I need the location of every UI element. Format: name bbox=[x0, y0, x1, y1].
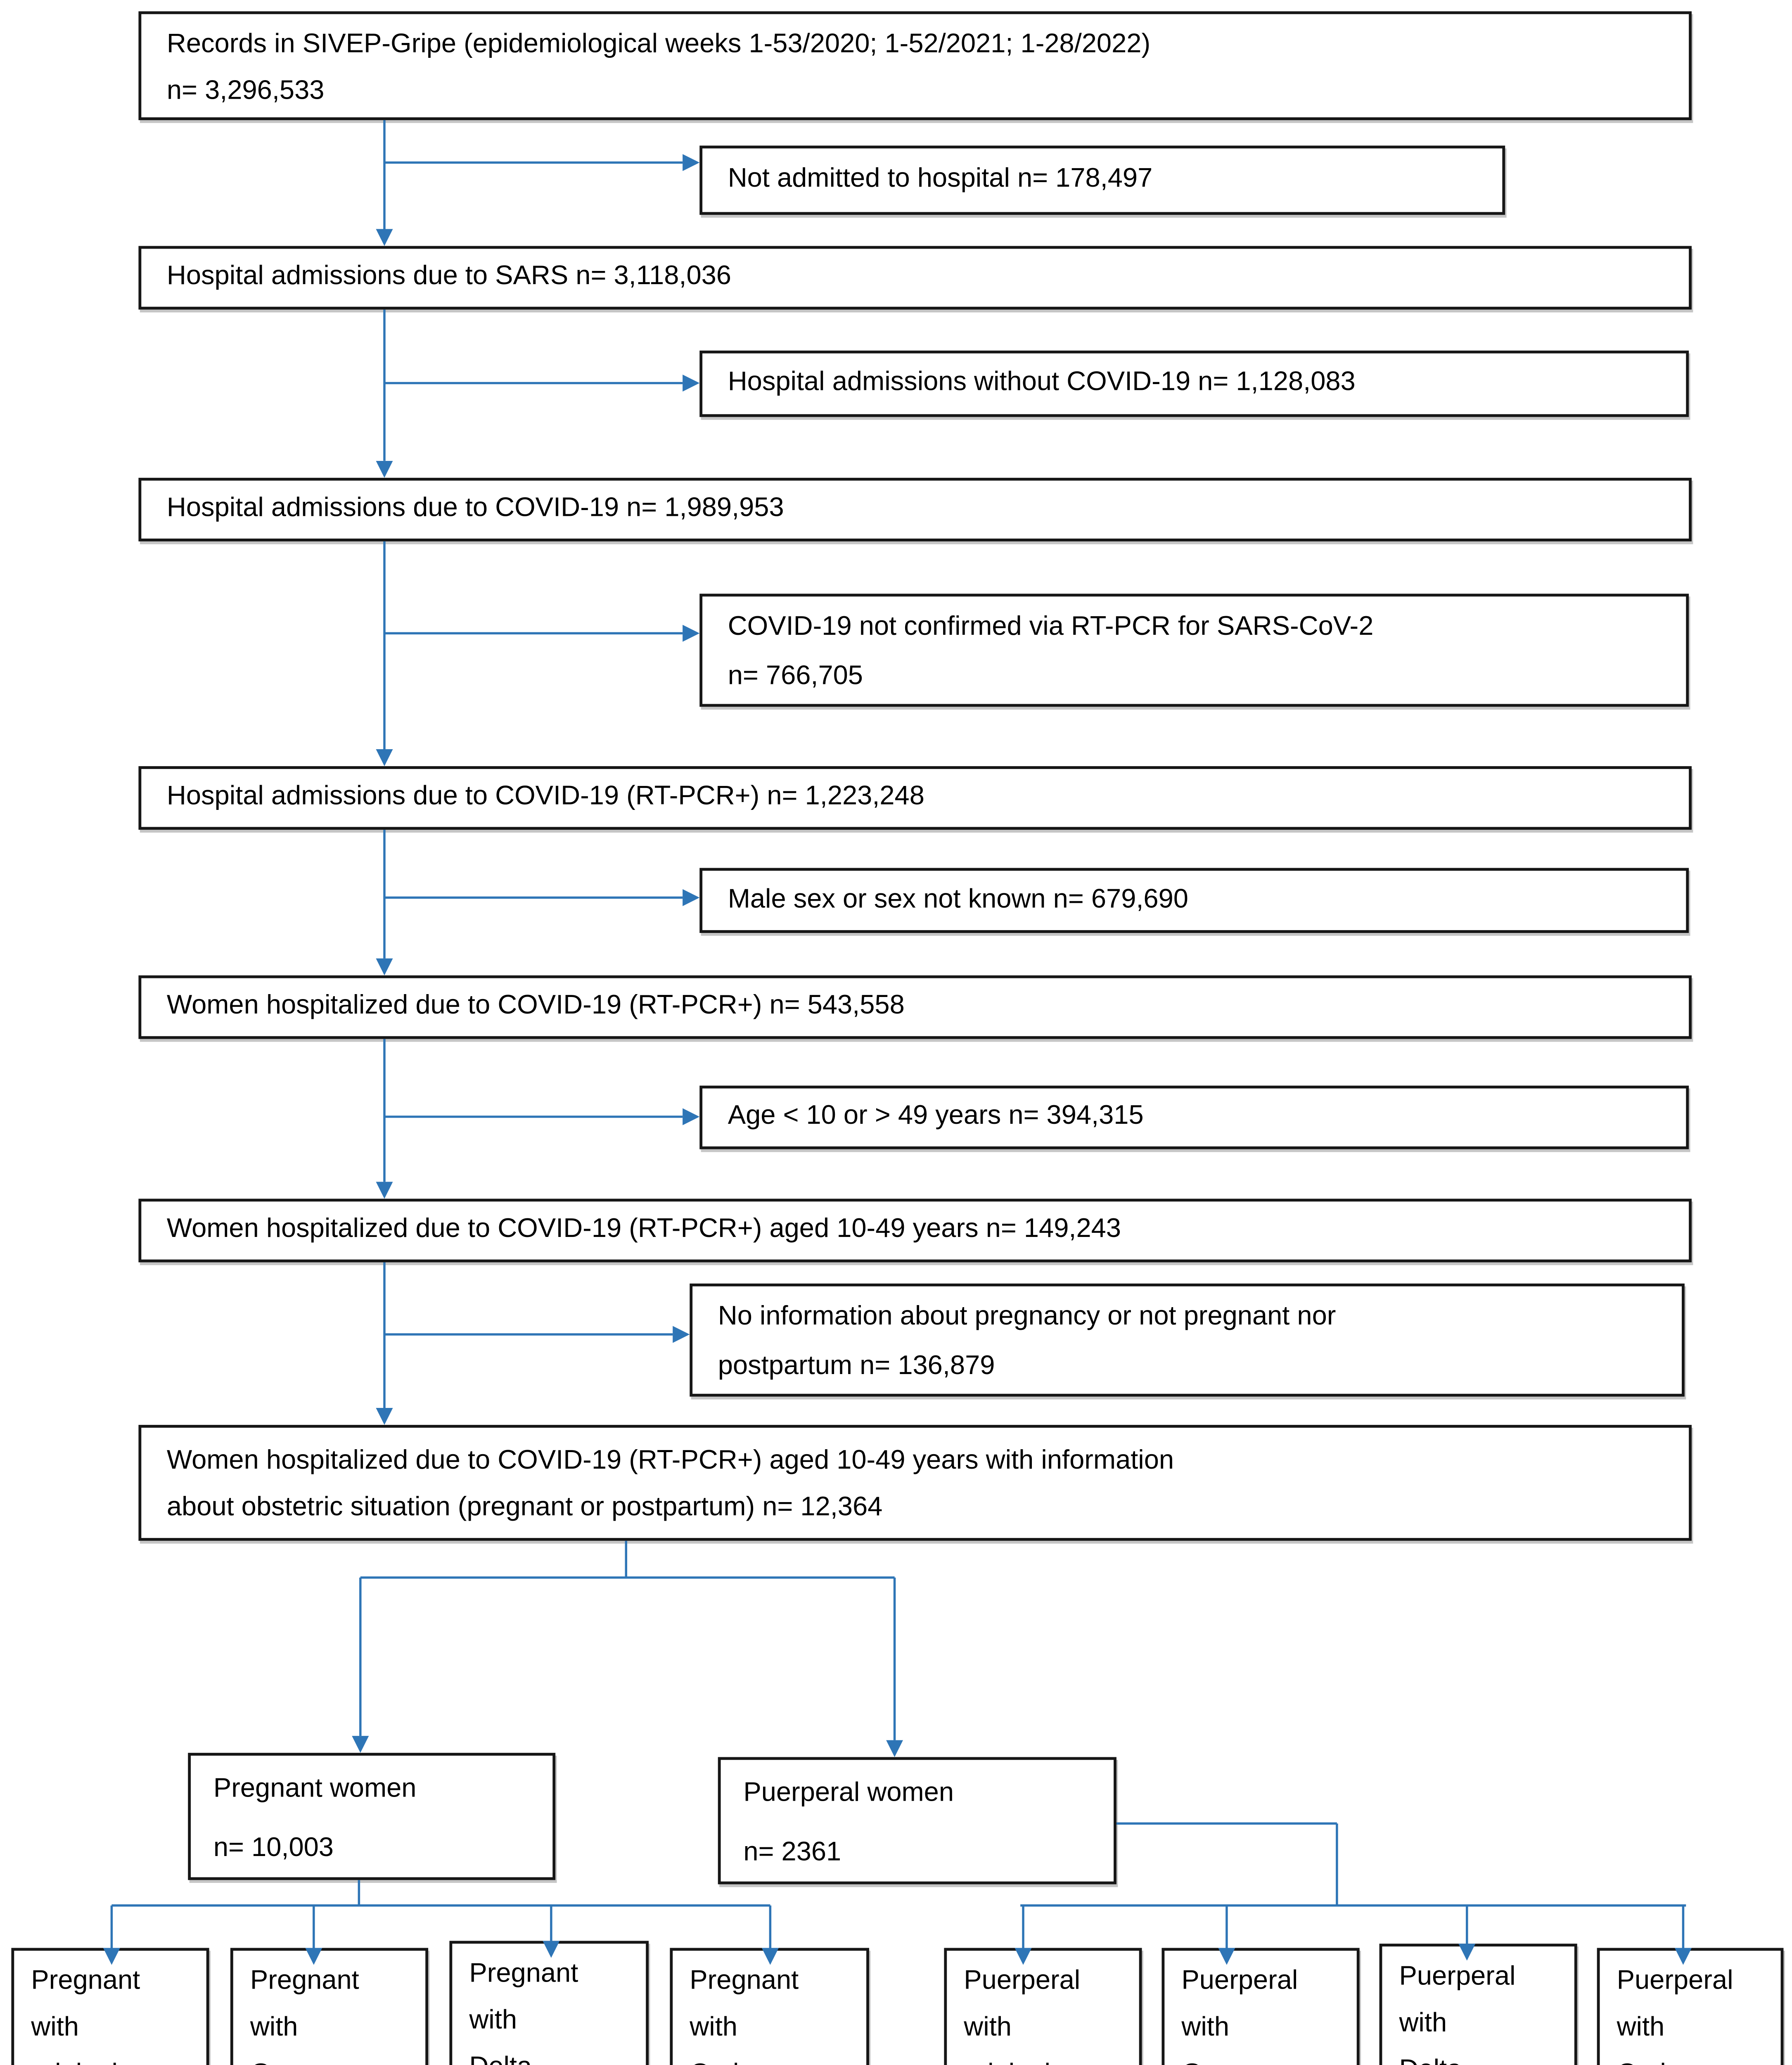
text-line: Puerperal women bbox=[743, 1778, 954, 1808]
text-line: Age < 10 or > 49 years n= 394,315 bbox=[728, 1101, 1144, 1131]
text-line: n= 766,705 bbox=[728, 661, 863, 691]
text-line: n= 10,003 bbox=[213, 1833, 334, 1863]
text-line: Women hospitalized due to COVID-19 (RT-P… bbox=[166, 991, 905, 1021]
text-line: No information about pregnancy or not pr… bbox=[718, 1302, 1336, 1332]
text-line: with bbox=[250, 2013, 298, 2043]
box-women-hospitalized-covid: Women hospitalized due to COVID-19 (RT-P… bbox=[138, 975, 1692, 1039]
text-line: original bbox=[31, 2051, 201, 2065]
box-excl-not-confirmed-rtpcr: COVID-19 not confirmed via RT-PCR for SA… bbox=[699, 593, 1689, 707]
text-line: with bbox=[1617, 2013, 1665, 2043]
text-line: Not admitted to hospital n= 178,497 bbox=[728, 164, 1153, 194]
text-line: Gamma bbox=[250, 2051, 420, 2065]
text-line: Hospital admissions due to COVID-19 n= 1… bbox=[166, 493, 784, 523]
box-excl-male-sex: Male sex or sex not known n= 679,690 bbox=[699, 868, 1689, 933]
text-line: Omicron bbox=[690, 2051, 860, 2065]
text-line: Hospital admissions due to SARS n= 3,118… bbox=[166, 261, 731, 292]
box-puerperal-delta-variant: Puerperal with Delta variant n= 115 bbox=[1379, 1944, 1577, 2065]
text-line: COVID-19 not confirmed via RT-PCR for SA… bbox=[728, 612, 1374, 642]
text-line: with bbox=[964, 2013, 1012, 2043]
text-line: Women hospitalized due to COVID-19 (RT-P… bbox=[166, 1446, 1174, 1476]
text-line: Puerperal bbox=[1399, 1962, 1516, 1992]
box-pregnant-women: Pregnant women n= 10,003 bbox=[188, 1753, 556, 1880]
box-puerperal-omicron-variant: Puerperal with Omicron variant n= 284 bbox=[1597, 1948, 1784, 2065]
text-line: n= 3,296,533 bbox=[166, 76, 325, 106]
text-line: Pregnant bbox=[690, 1966, 799, 1996]
box-pregnant-delta-variant: Pregnant with Delta variant n= 576 bbox=[449, 1941, 649, 2065]
text-line: original bbox=[964, 2051, 1133, 2065]
box-excl-age: Age < 10 or > 49 years n= 394,315 bbox=[699, 1085, 1689, 1149]
text-line: with bbox=[1181, 2013, 1230, 2043]
text-line: Gamma bbox=[1181, 2051, 1351, 2065]
text-line: Hospital admissions due to COVID-19 (RT-… bbox=[166, 782, 924, 812]
text-line: Omicron bbox=[1617, 2051, 1775, 2065]
text-line: with bbox=[690, 2013, 737, 2043]
text-line: Male sex or sex not known n= 679,690 bbox=[728, 884, 1188, 914]
text-line: with bbox=[469, 2006, 517, 2036]
text-line: Delta bbox=[1399, 2047, 1569, 2065]
text-line: Puerperal bbox=[1617, 1966, 1733, 1996]
text-line: Puerperal bbox=[1181, 1966, 1298, 1996]
text-line: Puerperal bbox=[964, 1966, 1081, 1996]
text-line: Pregnant bbox=[250, 1966, 359, 1996]
text-line: Pregnant bbox=[31, 1966, 140, 1996]
text-line: with bbox=[1399, 2008, 1447, 2039]
text-line: postpartum n= 136,879 bbox=[718, 1351, 995, 1381]
box-excl-not-admitted: Not admitted to hospital n= 178,497 bbox=[699, 145, 1505, 215]
box-excl-no-pregnancy-info: No information about pregnancy or not pr… bbox=[690, 1283, 1685, 1397]
box-hospital-admissions-sars: Hospital admissions due to SARS n= 3,118… bbox=[138, 246, 1692, 310]
box-hospital-admissions-covid: Hospital admissions due to COVID-19 n= 1… bbox=[138, 477, 1692, 541]
text-line: Delta bbox=[469, 2044, 640, 2065]
box-excl-without-covid: Hospital admissions without COVID-19 n= … bbox=[699, 350, 1689, 417]
box-puerperal-gamma-variant: Puerperal with Gamma variant n= 1025 bbox=[1161, 1948, 1360, 2065]
text-line: Women hospitalized due to COVID-19 (RT-P… bbox=[166, 1214, 1121, 1244]
box-puerperal-original-variant: Puerperal with original variant n= 937 bbox=[944, 1948, 1142, 2065]
text-line: Pregnant bbox=[469, 1959, 578, 1989]
text-line: Pregnant women bbox=[213, 1774, 417, 1804]
text-line: with bbox=[31, 2013, 79, 2043]
box-pregnant-omicron-variant: Pregnant with Omicron variant n= 1020 bbox=[670, 1948, 869, 2065]
box-puerperal-women: Puerperal women n= 2361 bbox=[718, 1757, 1116, 1885]
box-women-hospitalized-aged-10-49: Women hospitalized due to COVID-19 (RT-P… bbox=[138, 1199, 1692, 1263]
text-line: n= 2361 bbox=[743, 1837, 841, 1868]
box-pregnant-gamma-variant: Pregnant with Gamma variant n= 4603 bbox=[230, 1948, 429, 2065]
box-women-obstetric-info: Women hospitalized due to COVID-19 (RT-P… bbox=[138, 1425, 1692, 1541]
box-records-sivep: Records in SIVEP-Gripe (epidemiological … bbox=[138, 11, 1692, 120]
box-hospital-admissions-covid-rtpcr: Hospital admissions due to COVID-19 (RT-… bbox=[138, 766, 1692, 830]
text-line: Records in SIVEP-Gripe (epidemiological … bbox=[166, 29, 1151, 59]
text-line: about obstetric situation (pregnant or p… bbox=[166, 1493, 883, 1523]
box-pregnant-original-variant: Pregnant with original variant n= 3804 bbox=[11, 1948, 209, 2065]
text-line: Hospital admissions without COVID-19 n= … bbox=[728, 368, 1356, 398]
